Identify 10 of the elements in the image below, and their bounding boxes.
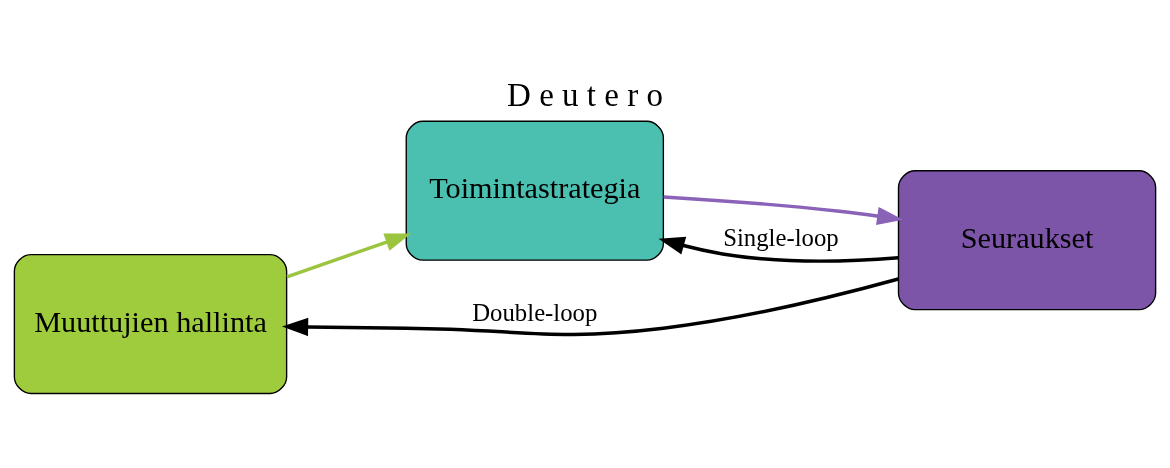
arrow [658, 236, 899, 263]
arrow [663, 195, 904, 226]
node-box: Toimintastrategia [405, 120, 665, 261]
arrow [286, 233, 412, 279]
diagram-title: D e u t e r o [507, 77, 663, 114]
node-box: Seuraukset [897, 170, 1157, 311]
edge-label: Double-loop [472, 298, 598, 326]
node-box: Muuttujien hallinta [13, 253, 288, 395]
edge-label: Single-loop [723, 224, 839, 252]
arrow [282, 277, 899, 337]
